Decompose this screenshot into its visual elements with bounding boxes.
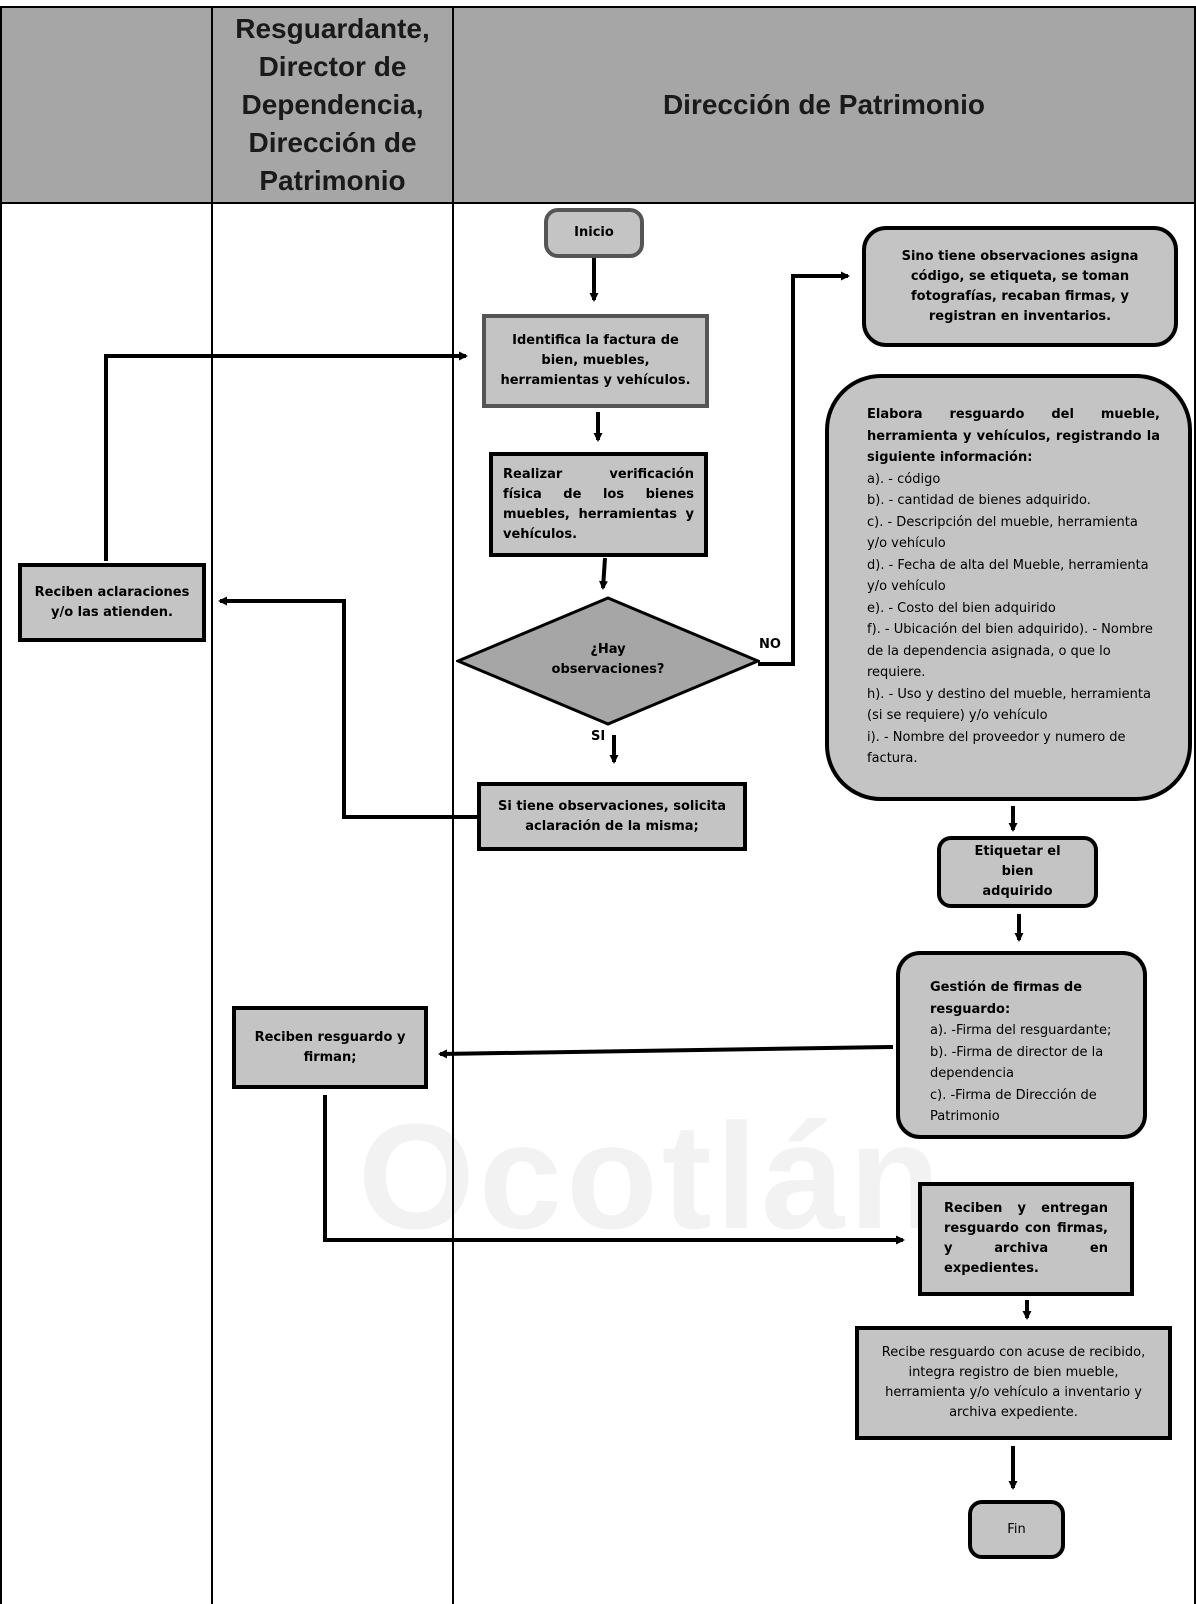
- signature-management-step: Gestión de firmas de resguardo: a). -Fir…: [896, 951, 1147, 1139]
- signature-item: a). -Firma del resguardante;: [930, 1023, 1112, 1038]
- start-node: Inicio: [544, 208, 644, 258]
- elaborate-item: i). - Nombre del proveedor y numero de f…: [867, 729, 1126, 767]
- receive-clarifications-step: Reciben aclaraciones y/o las atienden.: [18, 563, 206, 642]
- header-lane-patrimonio: Dirección de Patrimonio: [452, 6, 1196, 204]
- elaborate-item: d). - Fecha de alta del Mueble, herramie…: [867, 557, 1149, 595]
- elaborate-item: b). - cantidad de bienes adquirido.: [867, 493, 1091, 508]
- assign-code-step: Sino tiene observaciones asigna código, …: [862, 226, 1178, 347]
- signature-item: b). -Firma de director de la dependencia: [930, 1044, 1104, 1082]
- decision-label: ¿Hay observaciones?: [551, 642, 665, 677]
- no-label: NO: [759, 637, 781, 652]
- elaborate-item: c). - Descripción del mueble, herramient…: [867, 514, 1138, 552]
- elaborate-item: a). - código: [867, 471, 941, 487]
- decision-diamond: [456, 596, 760, 726]
- header-empty-cell: [0, 6, 213, 204]
- header-lane-resguardante: Resguardante, Director de Dependencia, D…: [211, 6, 454, 204]
- lane-divider-1: [211, 204, 213, 1604]
- si-label: SI: [591, 729, 606, 744]
- identify-invoice-step: Identifica la factura de bien, muebles, …: [482, 314, 709, 408]
- elaborate-item: h). - Uso y destino del mueble, herramie…: [867, 686, 1151, 724]
- physical-verification-step: Realizar verificación física de los bien…: [489, 452, 708, 557]
- label-asset-step: Etiquetar el bien adquirido: [937, 836, 1098, 908]
- signature-item: c). -Firma de Dirección de Patrimonio: [930, 1087, 1097, 1125]
- receive-acknowledgment-step: Recibe resguardo con acuse de recibido, …: [855, 1326, 1172, 1440]
- signature-management-title: Gestión de firmas de resguardo:: [930, 980, 1083, 1017]
- lane-border-right: [1194, 204, 1196, 1604]
- deliver-and-archive-step: Reciben y entregan resguardo con firmas,…: [918, 1182, 1134, 1296]
- request-clarification-step: Si tiene observaciones, solicita aclarac…: [477, 782, 747, 851]
- lane-divider-2: [452, 204, 454, 1604]
- lane-border-left: [0, 204, 2, 1604]
- elaborate-resguardo-title: Elabora resguardo del mueble, herramient…: [867, 407, 1160, 465]
- elaborate-item: e). - Costo del bien adquirido: [867, 600, 1056, 616]
- ocotlan-watermark: Ocotlán: [358, 1092, 945, 1260]
- end-node: Fin: [968, 1500, 1065, 1559]
- elaborate-item: f). - Ubicación del bien adquirido). - N…: [867, 622, 1153, 680]
- elaborate-resguardo-step: Elabora resguardo del mueble, herramient…: [825, 374, 1192, 801]
- receive-and-sign-step: Reciben resguardo y firman;: [232, 1006, 428, 1089]
